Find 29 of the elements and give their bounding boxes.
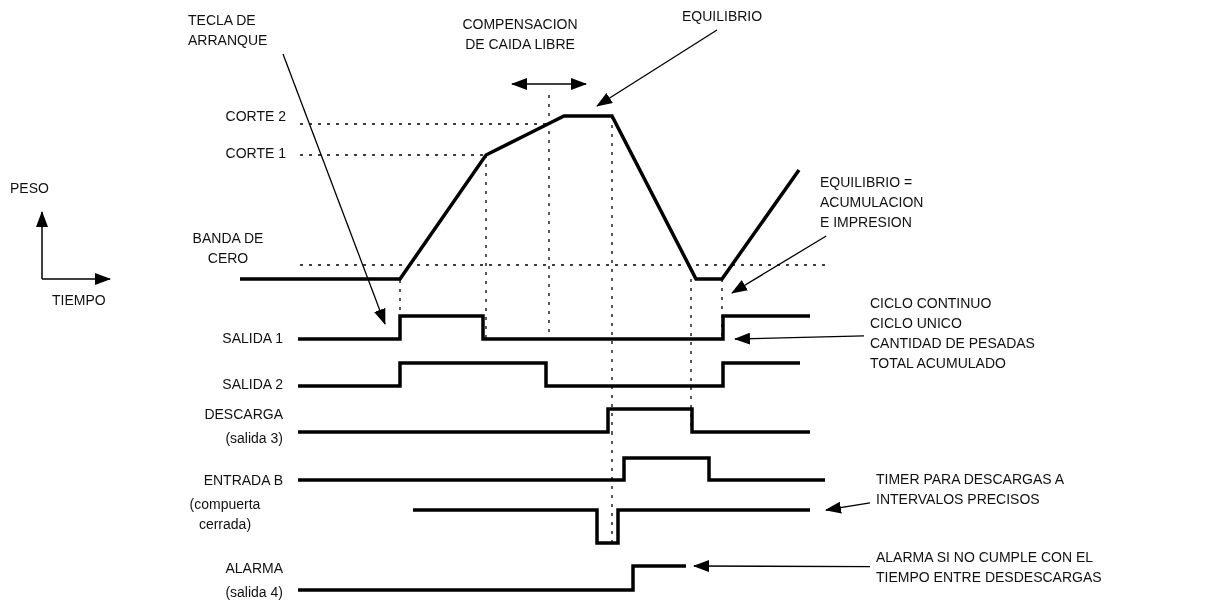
annotation-text: TIMER PARA DESCARGAS A INTERVALOS PRECISOS: [876, 469, 1068, 509]
annotation-text: ALARMA SI NO CUMPLE CON EL TIEMPO ENTRE DESDESCARGAS: [876, 547, 1126, 587]
arrow: [693, 560, 871, 573]
signal-label: ALARMA: [224, 559, 283, 578]
level-label: CORTE 2: [224, 107, 286, 126]
annotation-text: CICLO CONTINUO: [870, 294, 993, 313]
arrow: [731, 235, 827, 294]
annotation-text: COMPENSACION DE CAIDA LIBRE: [461, 15, 579, 54]
annotation-text: CANTIDAD DE PESADAS: [870, 334, 1036, 353]
signal-label: (salida 3): [224, 429, 283, 448]
signal-label: ENTRADA B: [202, 471, 283, 490]
signal-label: DESCARGA: [203, 405, 283, 424]
arrow: [596, 29, 718, 107]
signal-label: SALIDA 1: [221, 329, 283, 348]
annotation-text: TECLA DE ARRANQUE: [188, 10, 283, 50]
level-label: CORTE 1: [224, 144, 286, 163]
arrow: [734, 332, 865, 345]
signal-label: (compuerta cerrada): [188, 495, 262, 534]
axis-label: PESO: [10, 179, 50, 198]
arrow: [825, 501, 871, 514]
annotation-text: EQUILIBRIO: [682, 6, 782, 26]
signal-label: (salida 4): [224, 583, 283, 602]
level-label: BANDA DE CERO: [191, 229, 265, 268]
annotation-text: CICLO UNICO: [870, 314, 963, 333]
annotation-text: EQUILIBRIO = ACUMULACION E IMPRESION: [820, 172, 925, 232]
axis-label: TIEMPO: [52, 291, 107, 310]
annotation-text: TOTAL ACUMULADO: [870, 354, 1007, 373]
arrow: [282, 53, 386, 325]
signal-label: SALIDA 2: [221, 375, 283, 394]
